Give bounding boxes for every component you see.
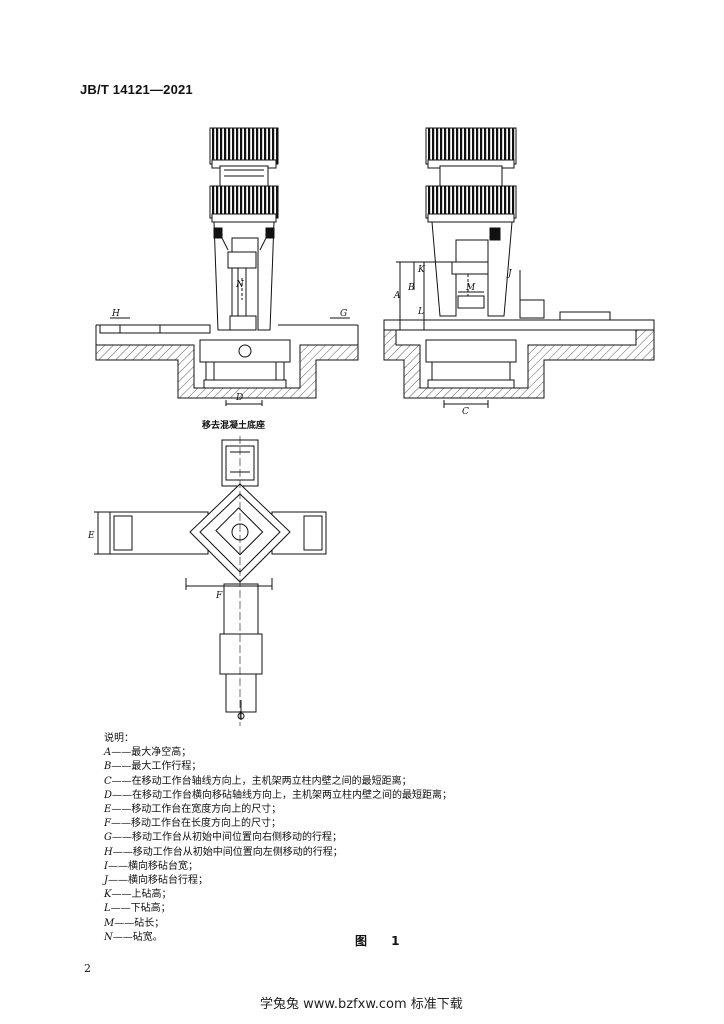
dim-label-e: E	[87, 531, 95, 541]
legend-text: ——最大工作行程；	[111, 761, 202, 773]
legend-text: ——下砧高；	[110, 903, 171, 915]
legend-text: ——横向移砧台宽；	[107, 860, 198, 872]
legend-list: A——最大净空高；B——最大工作行程；C——在移动工作台轴线方向上，主机架两立柱…	[104, 746, 452, 945]
legend-text: ——移动工作台从初始中间位置向右侧移动的行程；	[112, 832, 342, 844]
legend-text: ——最大净空高；	[111, 747, 192, 759]
legend: 说明： A——最大净空高；B——最大工作行程；C——在移动工作台轴线方向上，主机…	[104, 732, 452, 945]
legend-key: B	[104, 761, 112, 773]
legend-key: D	[104, 789, 113, 801]
legend-item: H——移动工作台从初始中间位置向左侧移动的行程；	[104, 846, 452, 860]
legend-text: ——移动工作台在长度方向上的尺寸；	[110, 818, 281, 830]
legend-item: G——移动工作台从初始中间位置向右侧移动的行程；	[104, 831, 452, 845]
legend-item: J——横向移砧台行程；	[104, 874, 452, 888]
legend-item: N——砧宽。	[104, 931, 452, 945]
legend-key: J	[104, 875, 109, 887]
legend-item: B——最大工作行程；	[104, 760, 452, 774]
legend-key: L	[104, 903, 111, 915]
legend-text: ——砧宽。	[112, 931, 163, 943]
legend-text: ——在移动工作台横向移砧轴线方向上，主机架两立柱内壁之间的最短距离；	[112, 789, 453, 801]
dim-label-g: G	[340, 309, 347, 319]
dim-label-l: L	[417, 307, 424, 317]
dim-label-a: A	[393, 291, 401, 301]
legend-key: C	[104, 775, 112, 787]
legend-key: M	[104, 917, 115, 929]
legend-key: K	[104, 889, 112, 901]
dim-label-n: N	[235, 280, 245, 290]
legend-key: H	[104, 846, 113, 858]
legend-key: A	[104, 747, 112, 759]
dim-label-m: M	[465, 283, 476, 293]
dim-label-k: K	[417, 265, 426, 275]
legend-text: ——在移动工作台轴线方向上，主机架两立柱内壁之间的最短距离；	[111, 775, 412, 787]
legend-text: ——上砧高；	[111, 889, 172, 901]
legend-item: M——砧长；	[104, 917, 452, 931]
dim-label-f: F	[215, 591, 223, 601]
page-number: 2	[84, 962, 91, 975]
legend-item: K——上砧高；	[104, 888, 452, 902]
legend-key: E	[104, 804, 112, 816]
legend-item: D——在移动工作台横向移砧轴线方向上，主机架两立柱内壁之间的最短距离；	[104, 789, 452, 803]
legend-text: ——横向移砧台行程；	[108, 875, 209, 887]
dim-label-h: H	[111, 309, 120, 319]
legend-key: I	[104, 860, 108, 872]
legend-text: ——砧长；	[114, 917, 165, 929]
figure-caption: 图 1	[355, 934, 410, 948]
side-elevation-view	[383, 127, 655, 408]
legend-key: N	[104, 931, 113, 943]
watermark-text: 学兔兔 www.bzfxw.com 标准下载	[260, 997, 463, 1012]
legend-item: C——在移动工作台轴线方向上，主机架两立柱内壁之间的最短距离；	[104, 775, 452, 789]
dim-label-d: D	[235, 393, 243, 403]
legend-item: A——最大净空高；	[104, 746, 452, 760]
dim-label-j: J	[506, 269, 513, 279]
plan-view	[94, 436, 327, 726]
standard-code: JB/T 14121—2021	[80, 82, 193, 97]
legend-key: F	[104, 818, 111, 830]
legend-item: I——横向移砧台宽；	[104, 860, 452, 874]
legend-item: L——下砧高；	[104, 902, 452, 916]
dim-label-b: B	[407, 283, 415, 293]
legend-item: F——移动工作台在长度方向上的尺寸；	[104, 817, 452, 831]
dim-label-c: C	[462, 407, 469, 417]
legend-text: ——移动工作台在宽度方向上的尺寸；	[111, 804, 282, 816]
front-elevation-view	[95, 127, 359, 406]
legend-text: ——移动工作台从初始中间位置向左侧移动的行程；	[112, 846, 343, 858]
legend-key: G	[104, 832, 112, 844]
legend-title: 说明：	[104, 733, 134, 744]
legend-item: E——移动工作台在宽度方向上的尺寸；	[104, 803, 452, 817]
remove-base-note: 移去混凝土底座	[202, 419, 265, 431]
